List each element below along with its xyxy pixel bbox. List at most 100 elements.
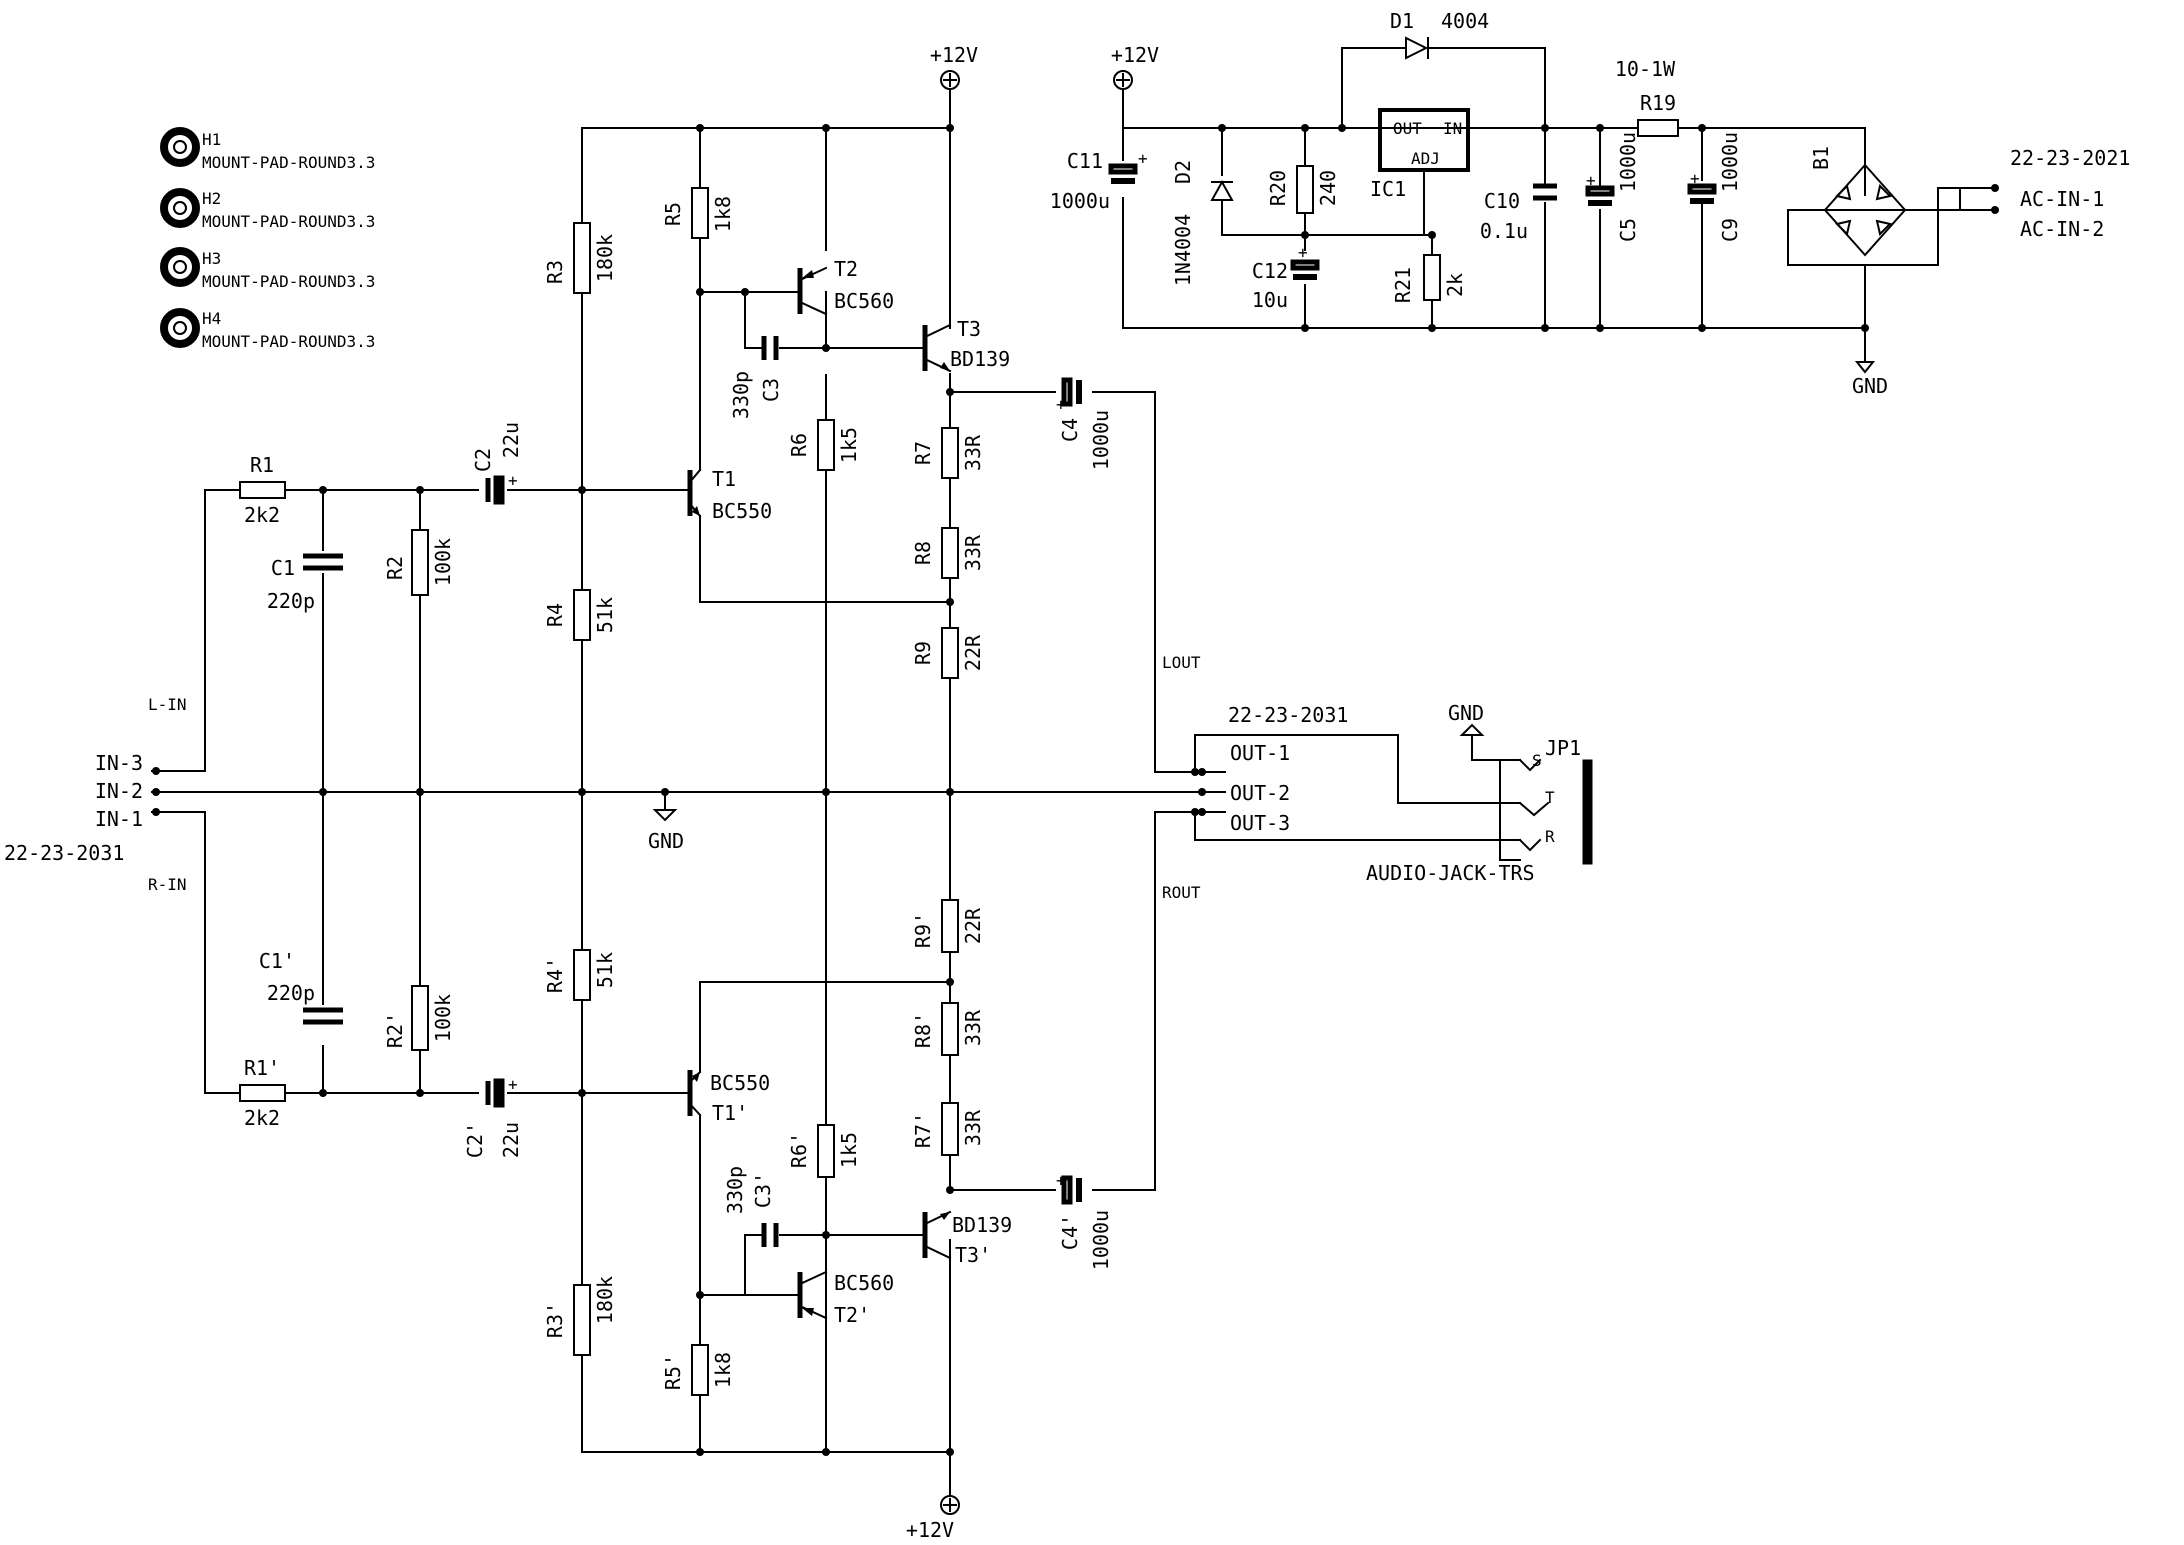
c4-ref: C4 [1058, 418, 1082, 442]
resistor-r1: R1 2k2 [239, 453, 286, 527]
c1-value: 220p [267, 589, 315, 613]
r5p-ref: R5' [661, 1354, 685, 1390]
c5-value: 1000u [1616, 132, 1640, 192]
c10-value: 0.1u [1480, 219, 1528, 243]
capacitor-c1-prime: C1' 220p [259, 949, 346, 1045]
resistor-r7-prime: R7' 33R [911, 1102, 985, 1156]
c3p-value: 330p [723, 1166, 747, 1214]
h3-value: MOUNT-PAD-ROUND3.3 [202, 272, 375, 291]
input-connector: IN-3 IN-2 IN-1 22-23-2031 L-IN R-IN [4, 695, 187, 894]
resistor-r6-prime: R6' 1k5 [787, 1124, 861, 1178]
r4-value: 51k [593, 597, 617, 633]
ic1-pin-in: IN [1443, 119, 1462, 138]
jack-pin-r: R [1545, 827, 1555, 846]
r5-ref: R5 [661, 202, 685, 226]
t2p-value: BC560 [834, 1271, 894, 1295]
r6p-value: 1k5 [837, 1132, 861, 1168]
diode-d1: D1 4004 [1390, 9, 1489, 60]
t1-ref: T1 [712, 467, 736, 491]
r2-value: 100k [431, 538, 455, 586]
c4-value: 1000u [1089, 410, 1113, 470]
r9-value: 22R [961, 634, 985, 671]
r7p-value: 33R [961, 1109, 985, 1146]
d1-value: 4004 [1441, 9, 1489, 33]
input-connector-part: 22-23-2031 [4, 841, 124, 865]
h2-value: MOUNT-PAD-ROUND3.3 [202, 212, 375, 231]
gnd-center-label: GND [648, 829, 684, 853]
resistor-r20: R20 240 [1266, 165, 1340, 214]
transistor-t1-prime: BC550 T1' [687, 1070, 770, 1125]
t2p-ref: T2' [834, 1303, 870, 1327]
transistor-t2: T2 BC560 [797, 257, 894, 316]
h1-value: MOUNT-PAD-ROUND3.3 [202, 153, 375, 172]
capacitor-c10: C10 0.1u [1480, 183, 1557, 243]
c12-ref: C12 [1252, 259, 1288, 283]
net-rout: ROUT [1162, 883, 1201, 902]
c9-plus: + [1690, 169, 1700, 188]
resistor-r8-prime: R8' 33R [911, 1002, 985, 1056]
transistor-t3-prime: BD139 T3' [904, 1210, 1012, 1267]
resistor-r7: R7 33R [911, 427, 985, 479]
audio-jack-jp1: S T R JP1 AUDIO-JACK-TRS GND [1366, 701, 1593, 885]
c11-plus: + [1138, 149, 1148, 168]
d1-ref: D1 [1390, 9, 1414, 33]
in-1-label: IN-1 [95, 807, 143, 831]
transistor-t2-prime: BC560 T2' [797, 1270, 894, 1327]
capacitor-c12: + C12 10u [1252, 243, 1320, 312]
output-connector-part: 22-23-2031 [1228, 703, 1348, 727]
b1-ref: B1 [1809, 146, 1833, 170]
r3-value: 180k [593, 234, 617, 282]
jack-pin-s: S [1532, 751, 1542, 770]
c1p-ref: C1' [259, 949, 295, 973]
ic1-ref: IC1 [1370, 177, 1406, 201]
capacitor-c4: + C4 1000u [1056, 377, 1113, 470]
c2p-plus: + [508, 1075, 518, 1094]
resistor-r3: R3 180k [543, 222, 617, 294]
mount-pad-h1: H1 MOUNT-PAD-ROUND3.3 [160, 127, 375, 172]
c2-ref: C2 [471, 448, 495, 472]
gnd-center: GND [648, 809, 684, 853]
mount-pad-h4: H4 MOUNT-PAD-ROUND3.3 [160, 308, 375, 351]
capacitor-c2: + C2 22u [471, 422, 523, 505]
ac-in-1-label: AC-IN-1 [2020, 187, 2104, 211]
c2-plus: + [508, 471, 518, 490]
r8p-value: 33R [961, 1009, 985, 1046]
r2-ref: R2 [383, 556, 407, 580]
r2p-value: 100k [431, 994, 455, 1042]
t2-value: BC560 [834, 289, 894, 313]
left-channel: R1 2k2 C1 220p R2 100k + C2 22u [239, 187, 1201, 679]
capacitor-c2-prime: + C2' 22u [463, 1075, 523, 1158]
resistor-r8: R8 33R [911, 527, 985, 579]
resistor-r6: R6 1k5 [787, 419, 861, 471]
r9p-ref: R9' [911, 912, 935, 948]
r6-ref: R6 [787, 433, 811, 457]
r7p-ref: R7' [911, 1112, 935, 1148]
r4-ref: R4 [543, 603, 567, 627]
c4p-plus: + [1056, 1171, 1066, 1190]
r7-ref: R7 [911, 441, 935, 465]
h1-ref: H1 [202, 130, 221, 149]
r8-ref: R8 [911, 541, 935, 565]
resistor-r1-prime: R1' 2k2 [239, 1056, 286, 1130]
in-2-label: IN-2 [95, 779, 143, 803]
r5p-value: 1k8 [711, 1352, 735, 1388]
r1p-value: 2k2 [244, 1106, 280, 1130]
r3p-value: 180k [593, 1276, 617, 1324]
t3p-value: BD139 [952, 1213, 1012, 1237]
diode-d2: 1N4004 D2 [1171, 160, 1234, 286]
r20-value: 240 [1316, 170, 1340, 206]
r21-ref: R21 [1391, 267, 1415, 303]
capacitor-c5: + C5 1000u [1585, 132, 1640, 242]
c2-value: 22u [499, 422, 523, 458]
resistor-r9: R9 22R [911, 627, 985, 679]
power-supply: +12V + C11 1000u 1N4004 D2 R20 240 + C12… [1050, 9, 2131, 398]
mount-pad-h2: H2 MOUNT-PAD-ROUND3.3 [160, 188, 375, 231]
resistor-r4: R4 51k [543, 589, 617, 641]
resistor-r21: R21 2k [1391, 254, 1467, 303]
c2p-value: 22u [499, 1122, 523, 1158]
out-1-label: OUT-1 [1230, 741, 1290, 765]
c5-plus: + [1586, 171, 1596, 190]
capacitor-c3: 330p C3 [729, 336, 783, 419]
resistor-r9-prime: R9' 22R [911, 899, 985, 953]
